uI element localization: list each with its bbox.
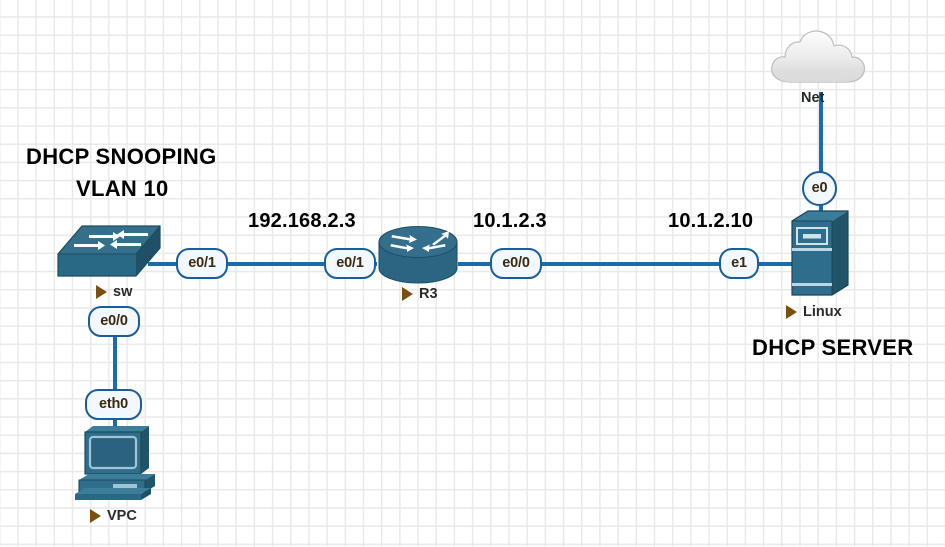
device-label-router-text: R3	[419, 286, 438, 302]
device-label-switch: sw	[96, 284, 132, 300]
link-switch-port-stub	[148, 262, 170, 266]
link-linux-port-stub	[748, 262, 792, 266]
run-marker-icon	[402, 287, 413, 301]
device-label-linux: Linux	[786, 304, 842, 320]
device-label-switch-text: sw	[113, 284, 133, 300]
link-router-port-right-stub	[458, 262, 480, 266]
device-vpc[interactable]	[73, 426, 163, 506]
device-label-vpc-text: VPC	[107, 508, 137, 524]
link-router-to-linux[interactable]	[469, 262, 741, 266]
interface-vpc-eth0[interactable]: eth0	[85, 389, 142, 420]
link-switch-to-router[interactable]	[166, 262, 326, 266]
annotation-dhcp-snooping-line2: VLAN 10	[76, 176, 169, 201]
interface-r3-e0-1[interactable]: e0/1	[324, 248, 376, 279]
device-linux-server[interactable]	[790, 209, 852, 303]
annotation-dhcp-snooping-line1: DHCP SNOOPING	[26, 144, 217, 169]
router-icon	[378, 225, 458, 284]
device-label-net: Net	[801, 90, 824, 106]
device-label-router: R3	[402, 286, 438, 302]
device-label-vpc: VPC	[90, 508, 137, 524]
interface-sw-e0-1[interactable]: e0/1	[176, 248, 228, 279]
link-cloud-to-linux[interactable]	[819, 92, 823, 192]
interface-r3-e0-0[interactable]: e0/0	[490, 248, 542, 279]
ip-label-router-linux: 10.1.2.3	[473, 210, 547, 232]
link-switch-to-vpc[interactable]	[113, 316, 117, 412]
annotation-dhcp-server: DHCP SERVER	[752, 335, 914, 360]
run-marker-icon	[90, 509, 101, 523]
device-router[interactable]	[377, 224, 459, 292]
device-cloud-net[interactable]	[766, 28, 870, 90]
pc-icon	[75, 426, 155, 500]
ip-label-switch-router: 192.168.2.3	[248, 210, 356, 232]
interface-sw-e0-0[interactable]: e0/0	[88, 306, 140, 337]
run-marker-icon	[786, 305, 797, 319]
cloud-icon	[771, 30, 866, 83]
device-switch[interactable]	[56, 224, 162, 284]
interface-linux-e0[interactable]: e0	[802, 171, 837, 206]
server-icon	[791, 210, 849, 296]
ip-label-linux: 10.1.2.10	[668, 210, 754, 232]
interface-linux-e1[interactable]: e1	[719, 248, 759, 279]
device-label-net-text: Net	[801, 90, 825, 106]
device-label-linux-text: Linux	[803, 304, 842, 320]
switch-icon	[57, 225, 161, 277]
run-marker-icon	[96, 285, 107, 299]
